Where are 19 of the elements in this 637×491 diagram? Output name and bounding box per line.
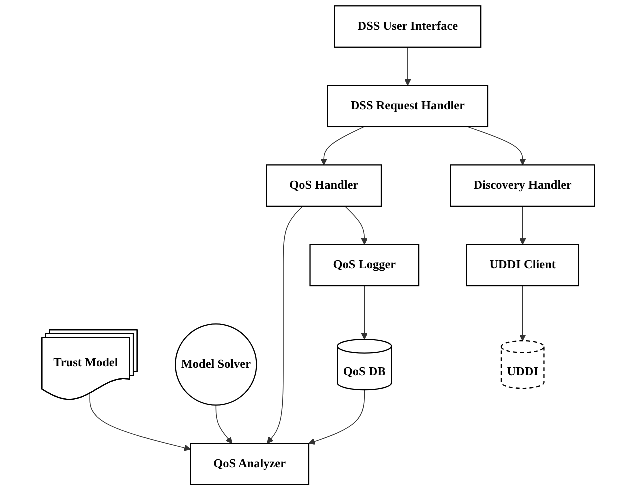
arrow bbox=[520, 206, 526, 245]
arrow bbox=[267, 206, 304, 444]
node-box: DSS Request Handler bbox=[327, 85, 489, 128]
node-box: QoS Logger bbox=[310, 244, 420, 287]
node-box: QoS Analyzer bbox=[190, 443, 310, 486]
arrow bbox=[308, 390, 366, 445]
node-box: UDDI Client bbox=[466, 244, 580, 287]
arrow bbox=[344, 206, 368, 245]
arrow bbox=[361, 286, 368, 340]
node-box: DSS User Interface bbox=[334, 6, 482, 48]
arrow bbox=[467, 126, 526, 166]
arrow bbox=[320, 126, 365, 166]
arrow bbox=[90, 393, 191, 452]
node-circle: Model Solver bbox=[175, 324, 258, 406]
arrow bbox=[404, 47, 412, 86]
arrow bbox=[216, 404, 233, 444]
node-box: Discovery Handler bbox=[450, 164, 596, 208]
arrow bbox=[520, 286, 526, 342]
node-box: QoS Handler bbox=[266, 164, 382, 208]
